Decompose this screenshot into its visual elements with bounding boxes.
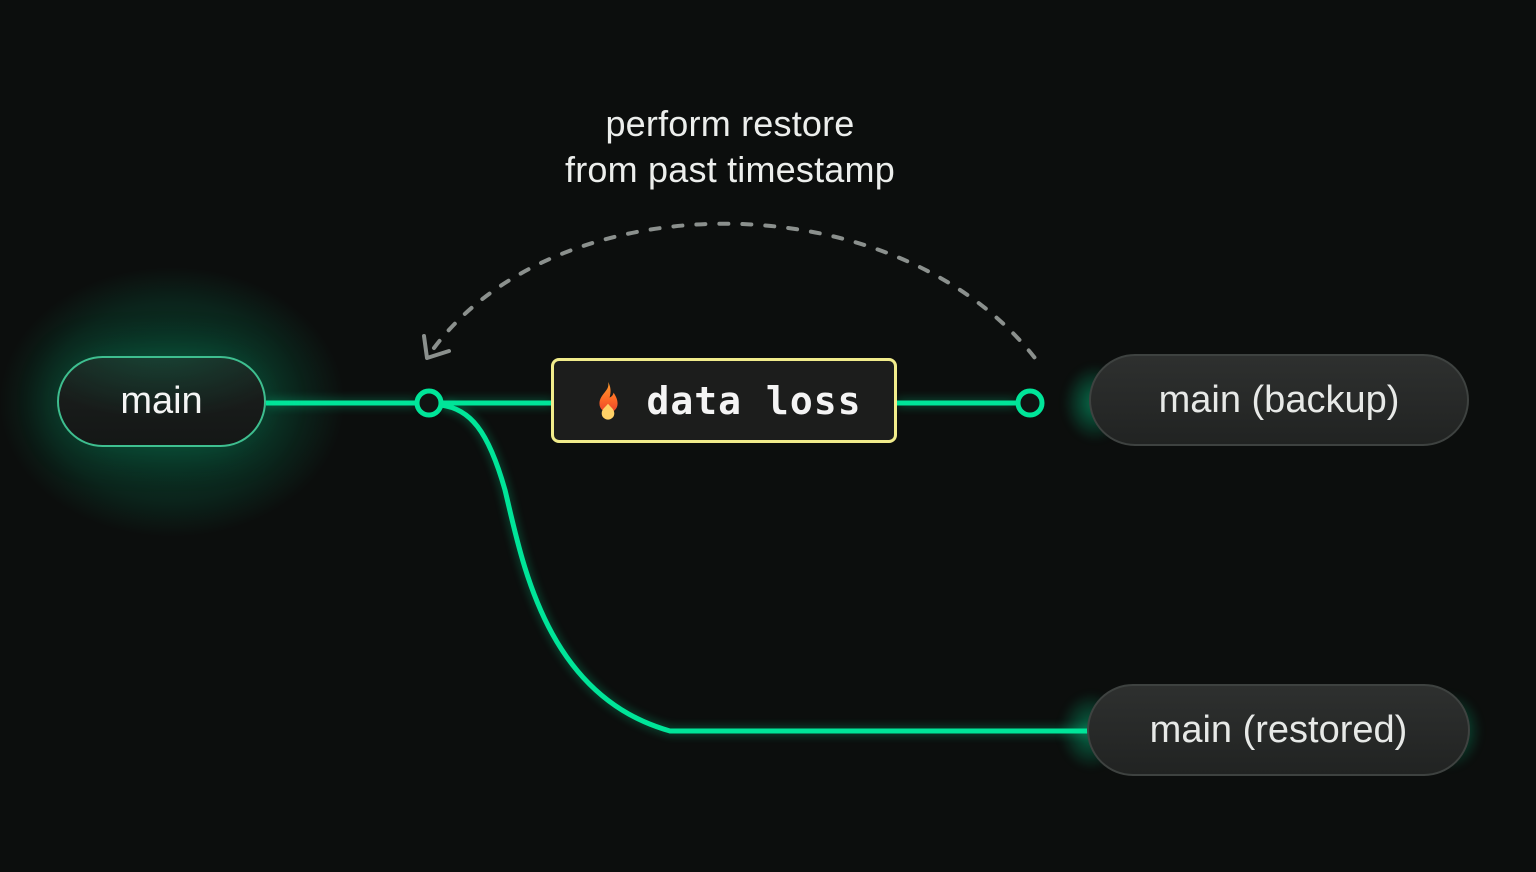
- restore-caption: perform restore from past timestamp: [430, 101, 1030, 193]
- branch-node-backup: main (backup): [1089, 354, 1469, 446]
- branch-node-backup-label: main (backup): [1158, 378, 1400, 421]
- branch-node-main: main: [57, 356, 266, 447]
- fire-icon: [599, 381, 618, 420]
- branch-node-restored: main (restored): [1087, 684, 1470, 776]
- data-loss-label: data loss: [646, 378, 862, 423]
- junction-commit-node: [414, 388, 444, 418]
- data-loss-node: data loss: [551, 358, 897, 443]
- restore-arc-arrowhead-icon: [422, 334, 451, 360]
- branch-node-main-label: main: [120, 380, 203, 422]
- edge-junction-to-restored: [440, 402, 1090, 734]
- restore-arc-dashed: [432, 221, 1040, 364]
- restore-caption-line1: perform restore: [605, 103, 855, 144]
- restore-caption-line2: from past timestamp: [565, 149, 895, 190]
- branch-node-restored-label: main (restored): [1149, 708, 1408, 751]
- backup-commit-node: [1015, 388, 1045, 418]
